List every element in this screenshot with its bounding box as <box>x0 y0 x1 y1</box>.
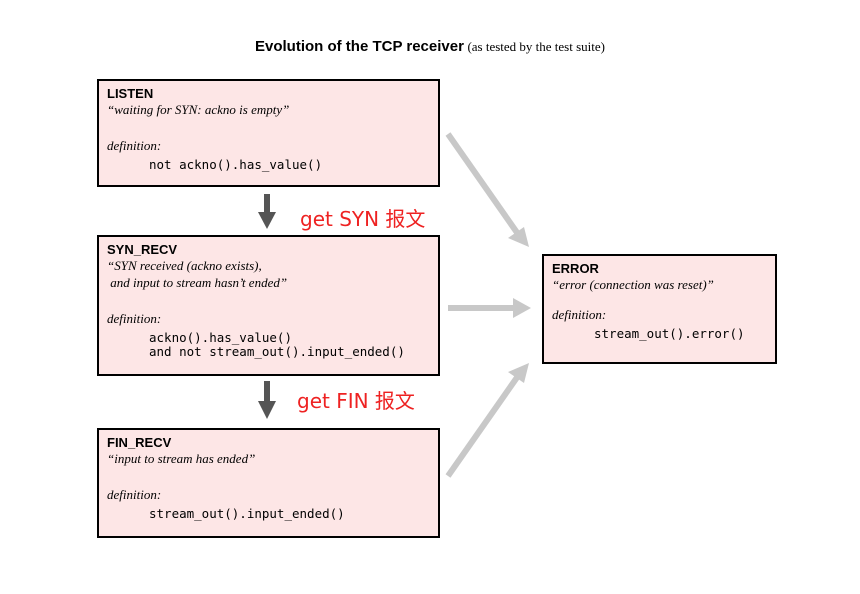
error-state-description: “error (connection was reset)” <box>552 277 714 292</box>
fin-recv-definition-label: definition: <box>107 487 162 502</box>
error-definition-label: definition: <box>552 307 607 322</box>
listen-definition-label: definition: <box>107 138 162 153</box>
listen-to-syn-recv-arrow <box>258 194 276 229</box>
title-main: Evolution of the TCP receiver <box>254 38 464 55</box>
listen-state-box: LISTEN “waiting for SYN: ackno is empty”… <box>97 79 440 187</box>
syn-recv-definition-code: ackno().has_value() and not stream_out()… <box>149 330 405 359</box>
error-state-name: ERROR <box>552 261 599 276</box>
listen-state-name: LISTEN <box>107 86 154 101</box>
listen-to-error-arrow <box>445 132 529 247</box>
syn-recv-state-name: SYN_RECV <box>107 242 178 257</box>
fin-recv-state-box: FIN_RECV “input to stream has ended” def… <box>97 428 440 538</box>
error-definition-code: stream_out().error() <box>594 326 745 341</box>
syn-recv-to-fin-recv-arrow <box>258 381 276 419</box>
fin-recv-to-error-arrow <box>445 363 529 478</box>
listen-state-description: “waiting for SYN: ackno is empty” <box>107 102 290 117</box>
title-subtitle: (as tested by the test suite) <box>467 39 605 54</box>
error-state-box: ERROR “error (connection was reset)” def… <box>542 254 777 364</box>
syn-recv-state-box: SYN_RECV “SYN received (ackno exists), a… <box>97 235 440 376</box>
fin-recv-state-name: FIN_RECV <box>107 435 172 450</box>
syn-recv-to-error-arrow <box>448 298 531 318</box>
syn-recv-state-description: “SYN received (ackno exists), and input … <box>107 258 288 290</box>
syn-transition-label: get SYN 报文 <box>300 207 426 231</box>
listen-definition-code: not ackno().has_value() <box>149 157 323 172</box>
syn-recv-definition-label: definition: <box>107 311 162 326</box>
fin-recv-state-description: “input to stream has ended” <box>107 451 256 466</box>
fin-transition-label: get FIN 报文 <box>297 389 415 413</box>
diagram-title: Evolution of the TCP receiver (as tested… <box>0 38 860 56</box>
fin-recv-definition-code: stream_out().input_ended() <box>149 506 345 521</box>
